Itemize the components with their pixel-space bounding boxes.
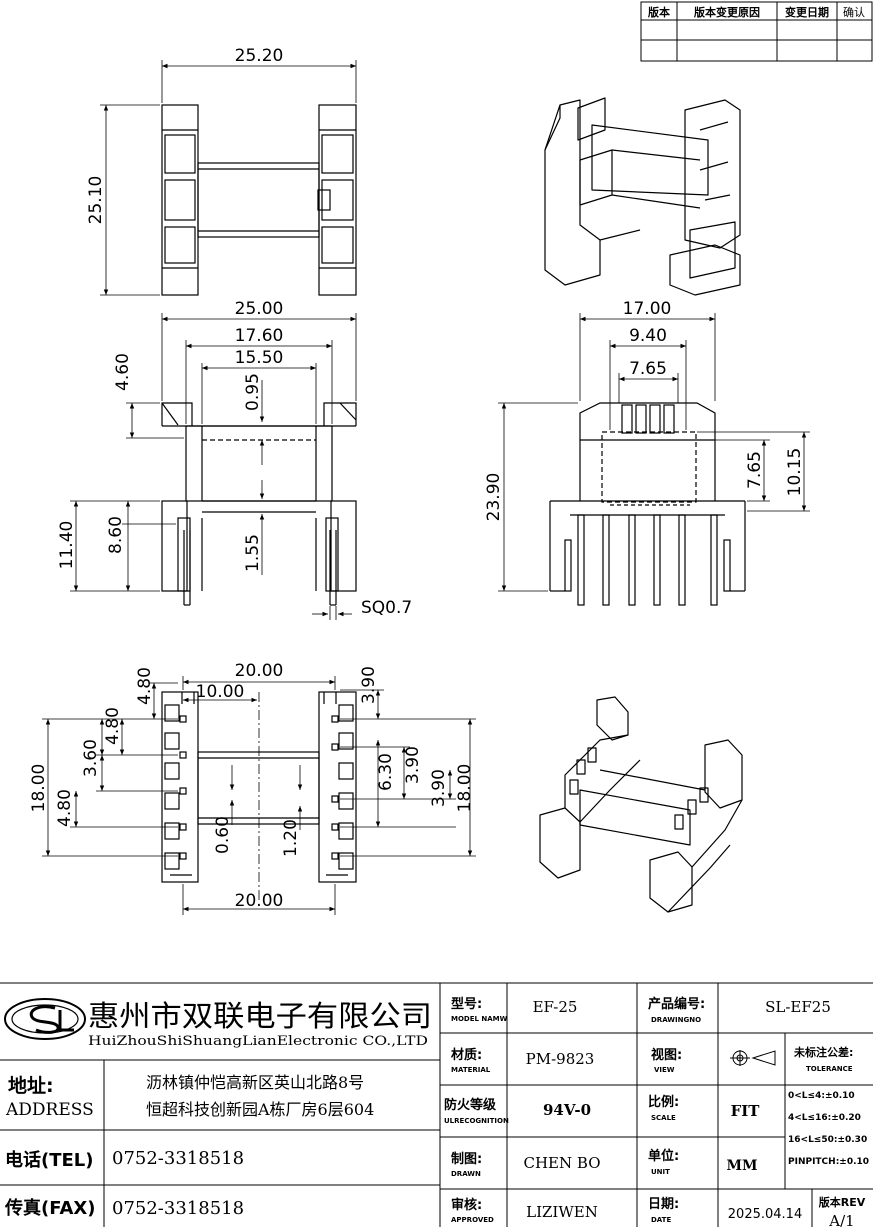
- company-logo: [4, 998, 86, 1040]
- dim-top-height: 25.10: [86, 176, 106, 225]
- front-view-dims: [70, 313, 357, 620]
- dim-bottom-right-top: 3.90: [359, 666, 379, 704]
- view-label-en: VIEW: [654, 1066, 675, 1074]
- approved-label-cn: 审核:: [451, 1197, 482, 1213]
- title-block-frame: [0, 982, 873, 1227]
- scale-value: FIT: [731, 1102, 761, 1120]
- date-value: 2025.04.14: [728, 1207, 802, 1222]
- top-view-dims: [100, 60, 357, 296]
- dim-bottom-right-inner: 6.30: [376, 753, 396, 791]
- view-label-cn: 视图:: [651, 1047, 682, 1063]
- dim-side-window-total: 10.15: [785, 448, 805, 497]
- fax-value: 0752-3318518: [112, 1198, 244, 1219]
- material-value: PM-9823: [526, 1050, 595, 1068]
- dim-side-height: 23.90: [484, 473, 504, 522]
- address-label-cn: 地址:: [8, 1074, 54, 1097]
- model-label-cn: 型号:: [451, 996, 482, 1012]
- side-view-dims: [498, 313, 810, 592]
- revision-value: A/1: [828, 1212, 854, 1227]
- dim-side-inner: 9.40: [629, 326, 667, 346]
- ul-value: 94V-0: [543, 1101, 591, 1119]
- drawn-label-cn: 制图:: [451, 1151, 482, 1167]
- dim-bottom-right-low: 3.90: [429, 769, 449, 807]
- tolerance-rule-1: 0<L≤4:±0.10: [788, 1091, 855, 1101]
- drawn-label-en: DRAWN: [451, 1170, 481, 1178]
- unit-value: MM: [727, 1158, 758, 1174]
- revision-header-version: 版本: [648, 5, 670, 19]
- tolerance-rule-4: PINPITCH:±0.10: [788, 1157, 869, 1167]
- revision-label: 版本REV: [819, 1195, 866, 1209]
- dim-bottom-left-inner: 3.60: [81, 739, 101, 777]
- bottom-view-dims: [42, 676, 476, 915]
- drawingno-label-en: DRAWINGNO: [651, 1016, 701, 1024]
- drawn-value: CHEN BO: [524, 1154, 601, 1172]
- dim-bottom-half: 10.00: [196, 682, 245, 702]
- dim-front-wall: 0.95: [243, 373, 263, 411]
- projection-symbol-icon: [730, 1050, 776, 1066]
- dim-front-pin-sq: SQ0.7: [361, 598, 412, 618]
- dim-side-width: 17.00: [623, 299, 672, 319]
- dim-side-core: 7.65: [629, 359, 667, 379]
- company-name-cn: 惠州市双联电子有限公司: [88, 999, 432, 1033]
- approved-value: LIZIWEN: [526, 1203, 598, 1221]
- approved-label-en: APPROVED: [451, 1216, 494, 1224]
- dim-bottom-left-total: 18.00: [29, 764, 49, 813]
- front-view: [161, 402, 357, 606]
- material-label-cn: 材质:: [451, 1047, 482, 1063]
- dim-bottom-center-a: 0.60: [213, 816, 233, 854]
- dim-bottom-left-pitch-c: 4.80: [55, 789, 75, 827]
- dim-side-window: 7.65: [745, 451, 765, 489]
- dim-front-inner: 17.60: [235, 326, 284, 346]
- tolerance-title-cn: 未标注公差:: [793, 1045, 853, 1059]
- dim-bottom-center-b: 1.20: [281, 819, 301, 857]
- dim-front-pin-zone: 11.40: [57, 521, 77, 570]
- top-view: [161, 104, 357, 296]
- tel-value: 0752-3318518: [112, 1148, 244, 1169]
- dim-front-core: 15.50: [235, 348, 284, 368]
- revision-header-reason: 版本变更原因: [694, 5, 760, 19]
- dim-bottom-top-width: 20.00: [235, 661, 284, 681]
- revision-table: [640, 1, 873, 62]
- date-label-en: DATE: [651, 1216, 671, 1224]
- unit-label-en: UNIT: [651, 1168, 670, 1176]
- drawingno-value: SL-EF25: [765, 998, 831, 1016]
- material-label-en: MATERIAL: [451, 1066, 491, 1074]
- model-label-en: MODEL NAMW: [451, 1015, 508, 1023]
- tolerance-rule-3: 16<L≤50:±0.30: [788, 1135, 867, 1145]
- address-line-2: 恒超科技创新园A栋厂房6层604: [146, 1100, 374, 1119]
- unit-label-cn: 单位:: [648, 1148, 679, 1164]
- scale-label-cn: 比例:: [648, 1094, 679, 1110]
- model-value: EF-25: [533, 998, 578, 1016]
- bottom-view: [161, 691, 357, 883]
- revision-header-confirm: 确认: [843, 6, 865, 19]
- dim-front-pin-len: 8.60: [106, 516, 126, 554]
- dim-bottom-right-total: 18.00: [455, 764, 475, 813]
- isometric-view-top: [544, 97, 741, 296]
- address-line-1: 沥林镇仲恺高新区英山北路8号: [146, 1073, 364, 1092]
- dim-bottom-bottom-width: 20.00: [235, 891, 284, 911]
- dim-front-flange: 4.60: [113, 353, 133, 391]
- company-name-en: HuiZhouShiShuangLianElectronic CO.,LTD: [88, 1034, 428, 1049]
- dim-bottom-left-pitch-a: 4.80: [135, 667, 155, 705]
- dim-bottom-left-pitch-b: 4.80: [103, 707, 123, 745]
- isometric-view-bottom: [539, 696, 743, 913]
- dim-front-pin-gap: 1.55: [243, 534, 263, 572]
- dim-front-overall: 25.00: [235, 299, 284, 319]
- revision-header-date: 变更日期: [785, 5, 829, 19]
- ul-label-cn: 防火等级: [444, 1097, 497, 1113]
- dim-top-width: 25.20: [235, 46, 284, 66]
- fax-label: 传真(FAX): [4, 1197, 96, 1219]
- tolerance-title-en: TOLERANCE: [806, 1065, 853, 1073]
- ul-label-en: ULRECOGNITION: [444, 1117, 509, 1125]
- dim-bottom-right-mid: 3.90: [403, 746, 423, 784]
- date-label-cn: 日期:: [648, 1197, 679, 1212]
- tolerance-rule-2: 4<L≤16:±0.20: [788, 1113, 861, 1123]
- side-view: [549, 402, 746, 606]
- address-label-en: ADDRESS: [5, 1100, 94, 1120]
- scale-label-en: SCALE: [651, 1114, 676, 1122]
- drawingno-label-cn: 产品编号:: [648, 996, 705, 1012]
- tel-label: 电话(TEL): [5, 1149, 94, 1171]
